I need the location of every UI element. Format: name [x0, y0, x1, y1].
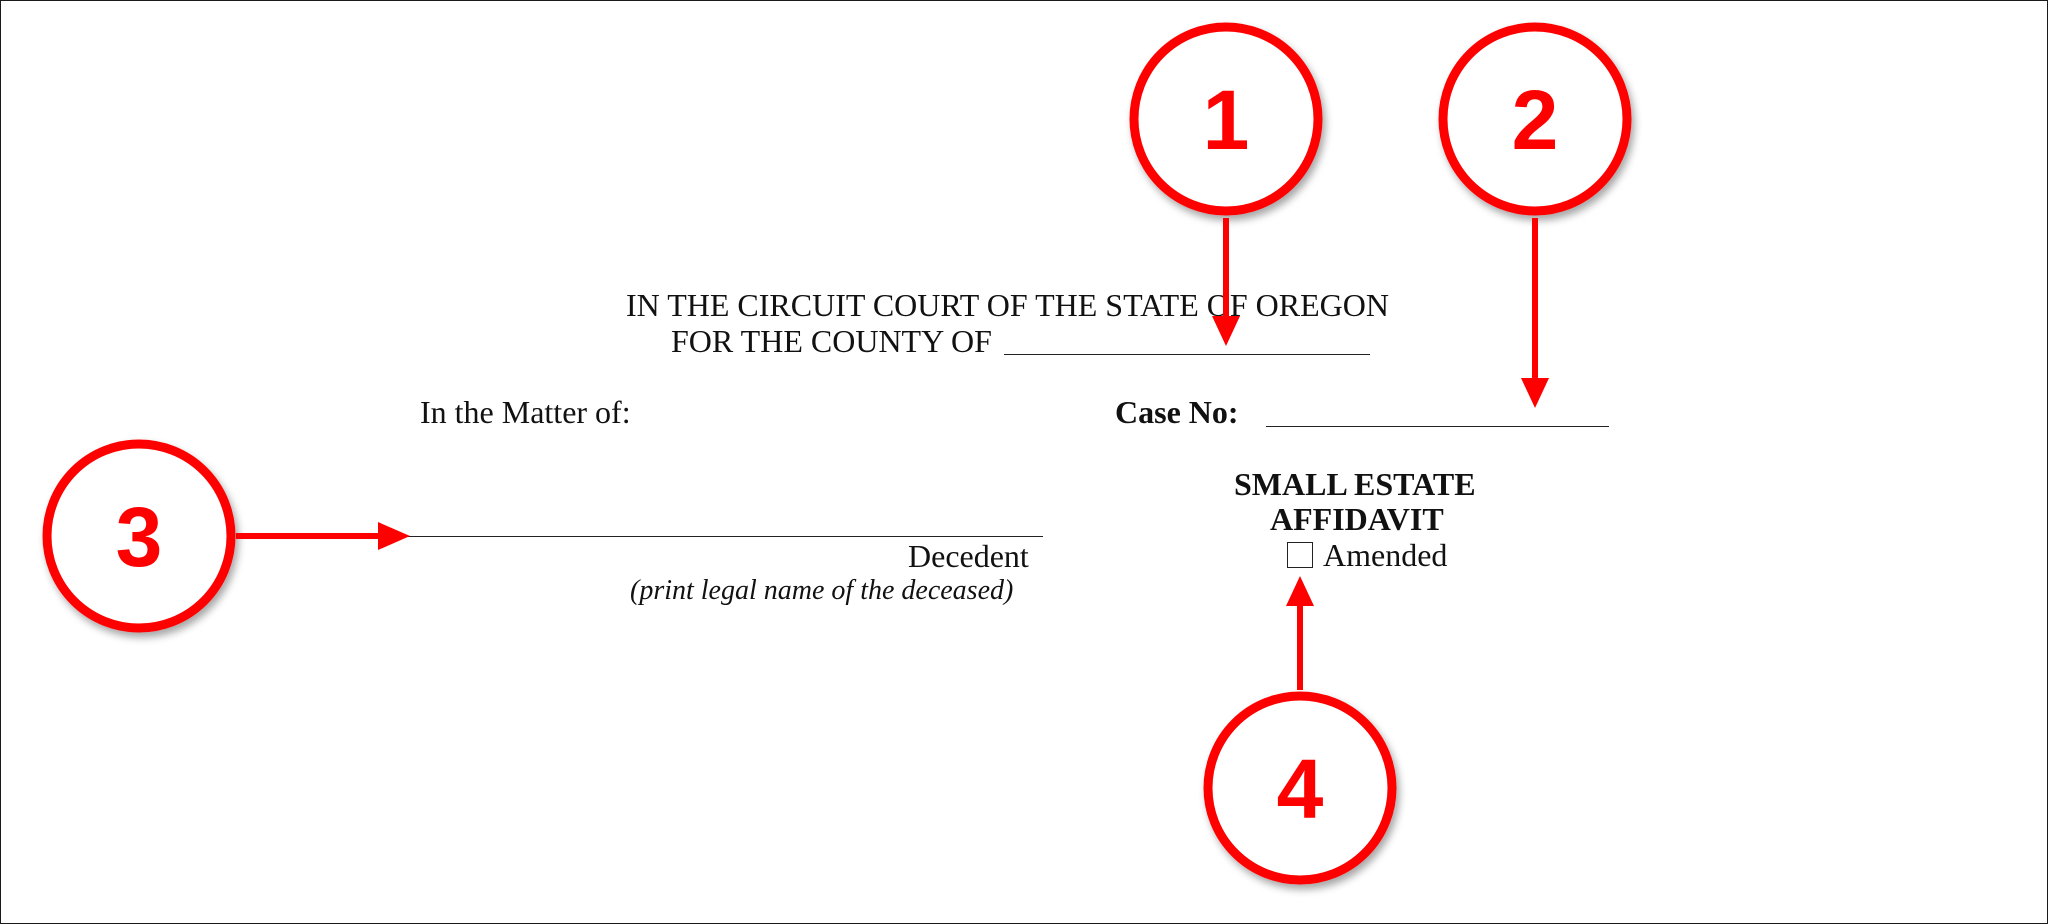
case-number-label: Case No: — [1115, 394, 1239, 430]
callout-number: 1 — [1203, 73, 1250, 167]
callout-arrow-head — [378, 522, 410, 550]
callout-1: 1 — [1129, 22, 1323, 346]
form-title-line-2: AFFIDAVIT — [1270, 501, 1444, 537]
court-heading-line-2: FOR THE COUNTY OF — [671, 323, 992, 359]
callout-number: 2 — [1512, 73, 1559, 167]
form-title-line-1: SMALL ESTATE — [1234, 466, 1476, 502]
matter-label: In the Matter of: — [420, 394, 631, 430]
callout-circle — [1203, 691, 1397, 885]
county-field[interactable] — [1004, 320, 1370, 355]
decedent-label: Decedent — [908, 538, 1029, 574]
amended-label: Amended — [1323, 537, 1448, 573]
decedent-hint: (print legal name of the deceased) — [630, 575, 1014, 606]
callout-number: 4 — [1277, 742, 1324, 836]
decedent-name-field[interactable] — [405, 500, 1043, 537]
callout-4: 4 — [1203, 576, 1397, 885]
case-number-field[interactable] — [1266, 392, 1609, 427]
callout-arrow-head — [1212, 316, 1240, 346]
callout-3: 3 — [42, 439, 410, 633]
callout-arrow-head — [1521, 378, 1549, 408]
callout-number: 3 — [116, 490, 163, 584]
callout-arrow-head — [1286, 576, 1314, 606]
callout-2: 2 — [1438, 22, 1632, 408]
callout-circle — [1438, 22, 1632, 216]
callout-circle — [1129, 22, 1323, 216]
amended-checkbox[interactable] — [1287, 542, 1313, 568]
callout-circle — [42, 439, 236, 633]
court-heading-line-1: IN THE CIRCUIT COURT OF THE STATE OF ORE… — [626, 287, 1389, 323]
